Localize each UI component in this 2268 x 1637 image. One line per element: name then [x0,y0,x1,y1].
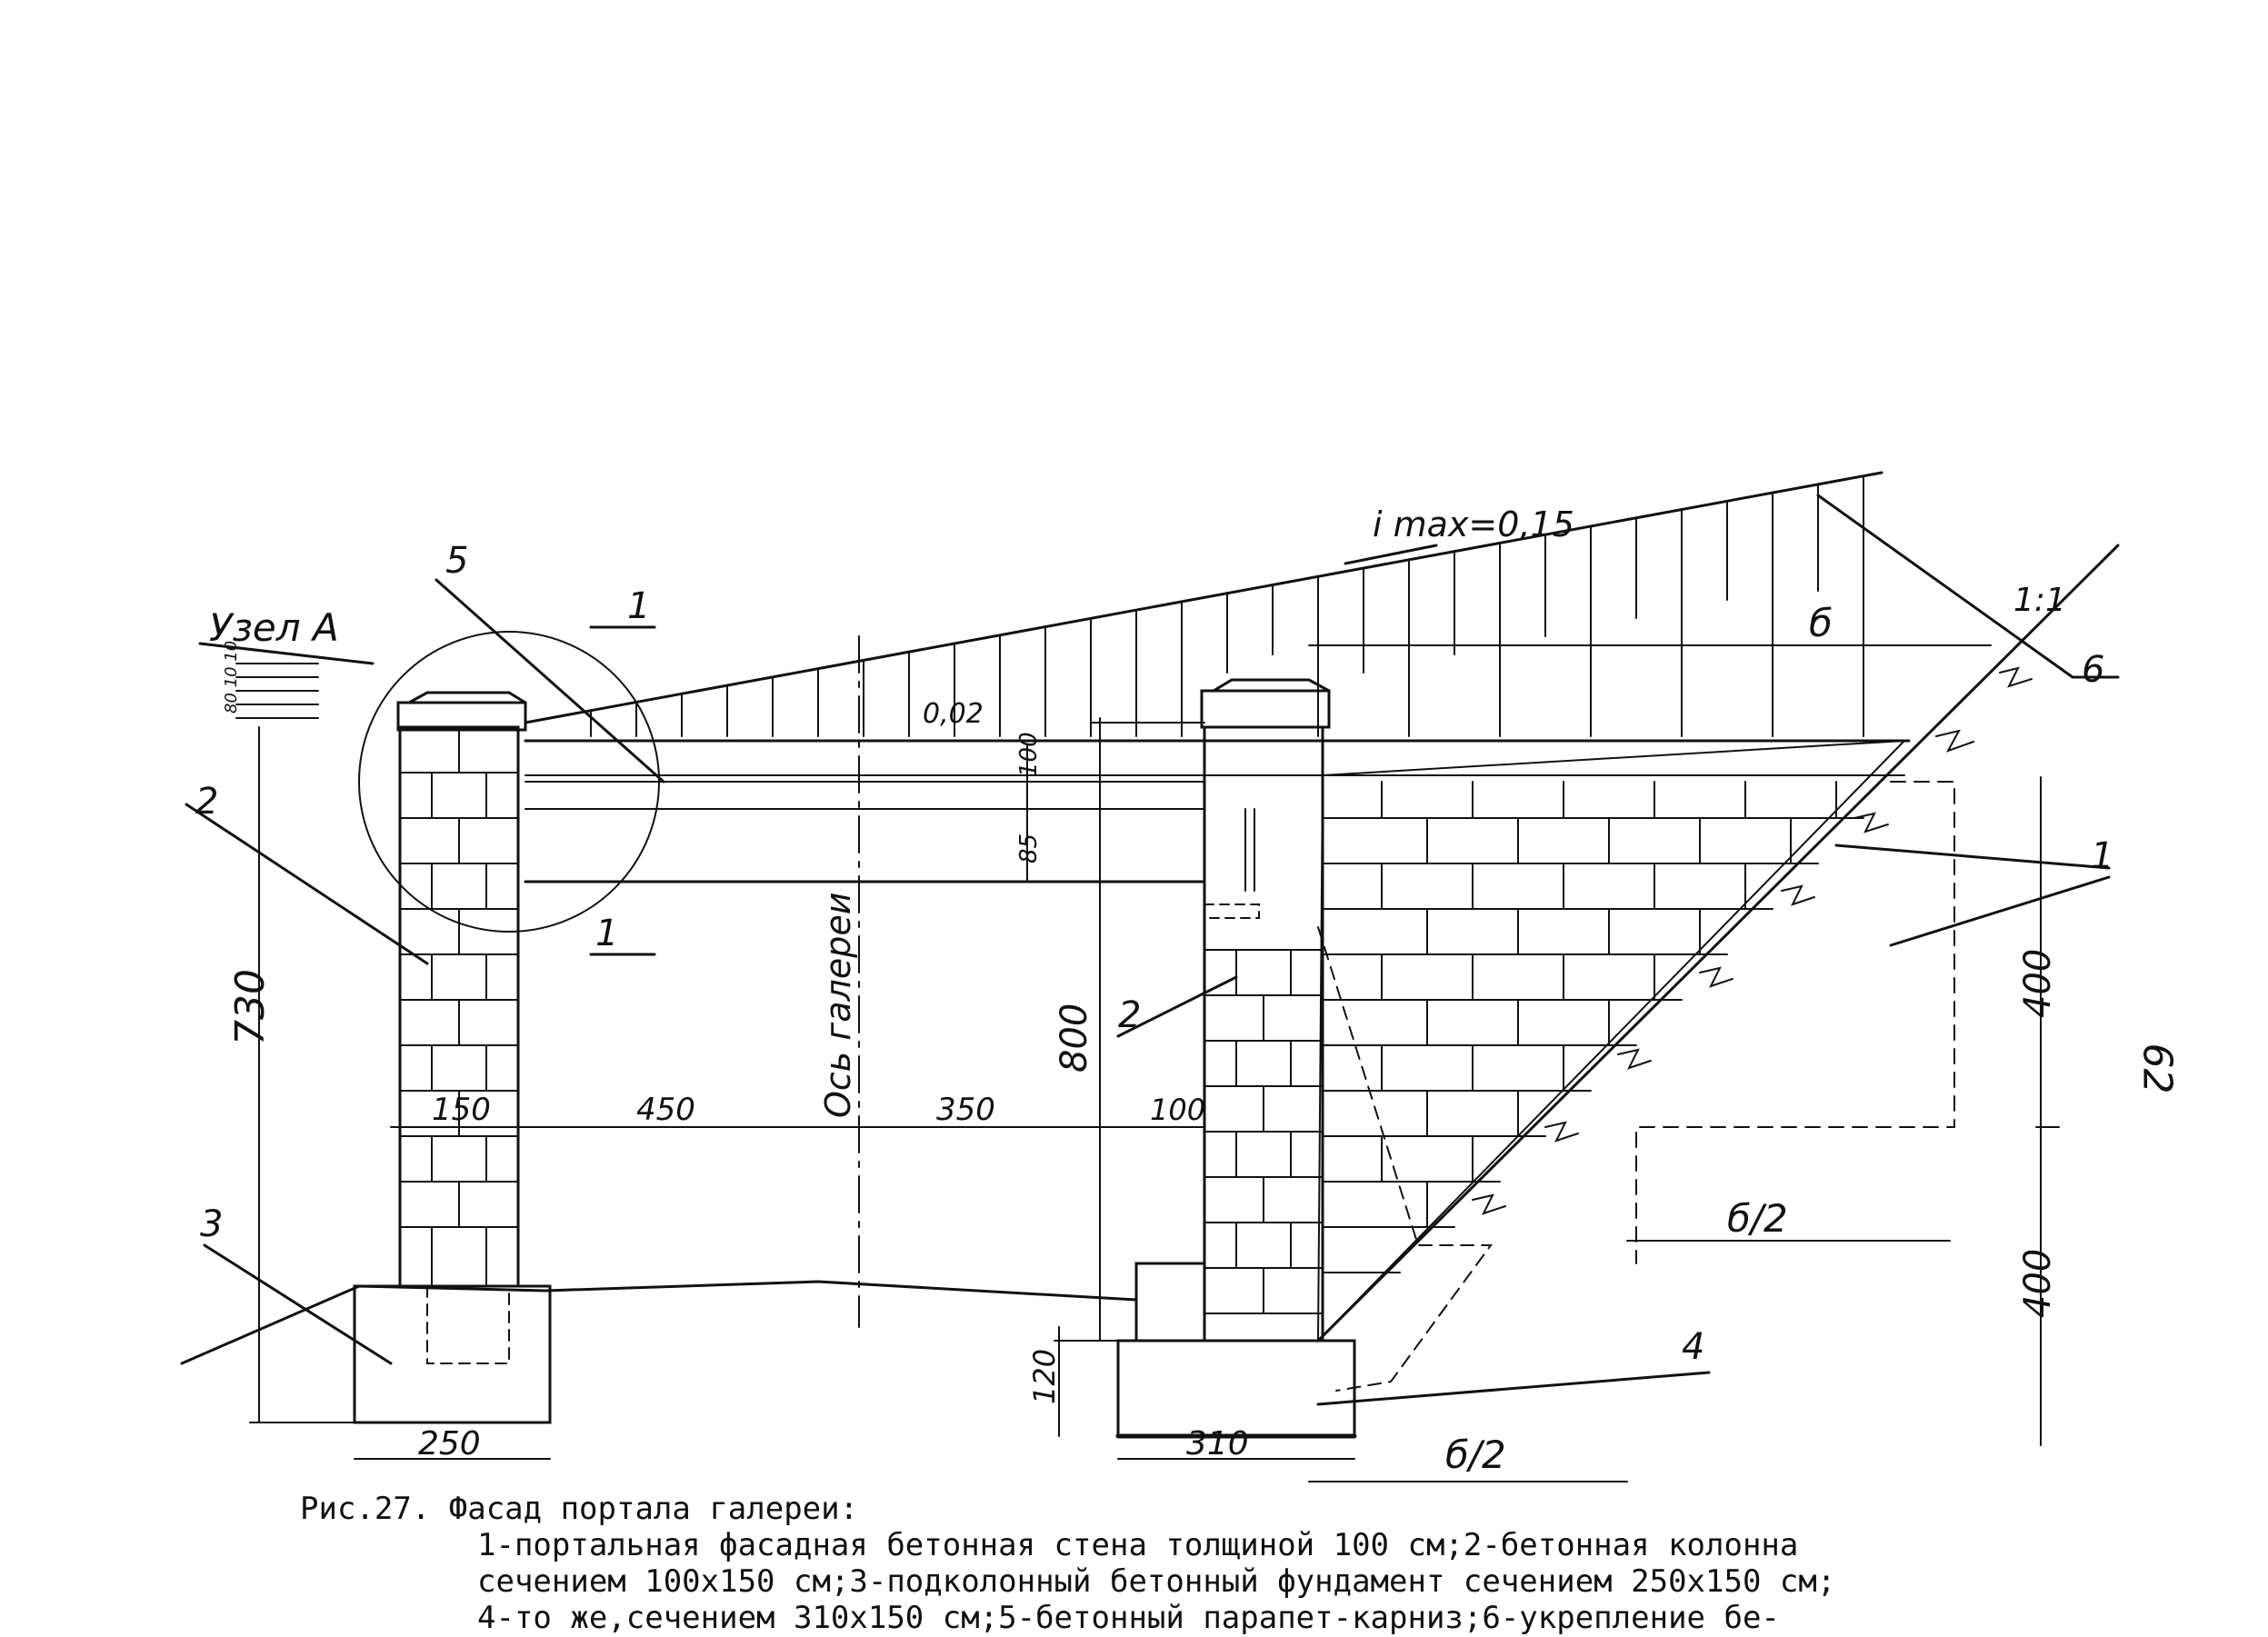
dim-400-upper: 400 [2017,949,2059,1018]
dim-800: 800 [1054,1003,1095,1073]
ground-line [180,1280,1138,1365]
caption-line-3: 4-то же,сечением 310x150 см;5-бетонный п… [477,1600,1780,1636]
callout-1-bottom: 1 [595,913,618,954]
callout-5: 5 [445,540,468,582]
delta-half-label-upper: б/2 [1727,1196,1788,1241]
dim-150: 150 [432,1092,491,1128]
figure-caption: Рис.27. Фасад портала галереи: 1-порталь… [300,1491,2100,1636]
right-foundation-small [1134,1262,1206,1343]
node-a-label: Узел А [209,605,339,650]
slope-1-1-line [1316,544,2120,1343]
dim-120: 120 [1027,1349,1062,1404]
left-cap-top [407,691,527,704]
right-foundation [1116,1339,1356,1438]
dim-400-lower: 400 [2017,1249,2059,1318]
slope-small-label: 0,02 [923,698,984,730]
callout-6: 6 [2082,649,2104,691]
slope-label: i max=0,15 [1373,504,1574,544]
portal-wall-outline [1316,739,1907,1343]
callout-3: 3 [200,1203,223,1245]
gallery-axis-label: Ось галереи [818,893,858,1118]
node-a-circle [358,631,660,933]
dim-730: 730 [227,969,274,1045]
slope-hatching [1472,666,2033,1215]
dim-85: 85 [1015,833,1043,863]
callout-1-right: 1 [2091,835,2113,877]
portal-wall-brick-pattern [1322,781,1864,1273]
caption-line-2: сечением 100x150 см;3-подколонный бетонн… [477,1563,1836,1600]
right-cap-top [1212,678,1331,693]
caption-line-1: 1-портальная фасадная бетонная стена тол… [477,1527,1799,1563]
ratio-label: 1:1 [2013,582,2066,619]
dim-100: 100 [1150,1093,1205,1127]
dim-350: 350 [936,1092,995,1128]
dim-310: 310 [1186,1425,1249,1462]
right-column-cap [1200,689,1331,729]
left-foundation-hidden [426,1285,510,1364]
dim-100-vertical: 100 [1015,732,1043,777]
caption-title: Рис.27. Фасад портала галереи: [300,1491,859,1527]
callout-4: 4 [1682,1326,1704,1368]
embankment-top [524,471,1883,724]
callout-1-top: 1 [627,585,650,627]
embankment-hatch [590,475,1864,737]
left-column-cap [396,701,527,732]
left-foundation [353,1284,552,1424]
callout-2-right: 2 [1118,994,1141,1036]
dim-250: 250 [418,1425,481,1462]
left-column-brick-pattern [399,726,519,1287]
right-column-brick-pattern [1204,949,1324,1314]
dim-450: 450 [636,1092,695,1128]
delta-label: б [1809,601,1833,645]
callout-2-left: 2 [195,781,218,823]
small-dims-label: 80 10 10 [222,641,241,714]
page-number: 62 [2133,1043,2181,1094]
delta-half-label-lower: б/2 [1445,1432,1506,1477]
